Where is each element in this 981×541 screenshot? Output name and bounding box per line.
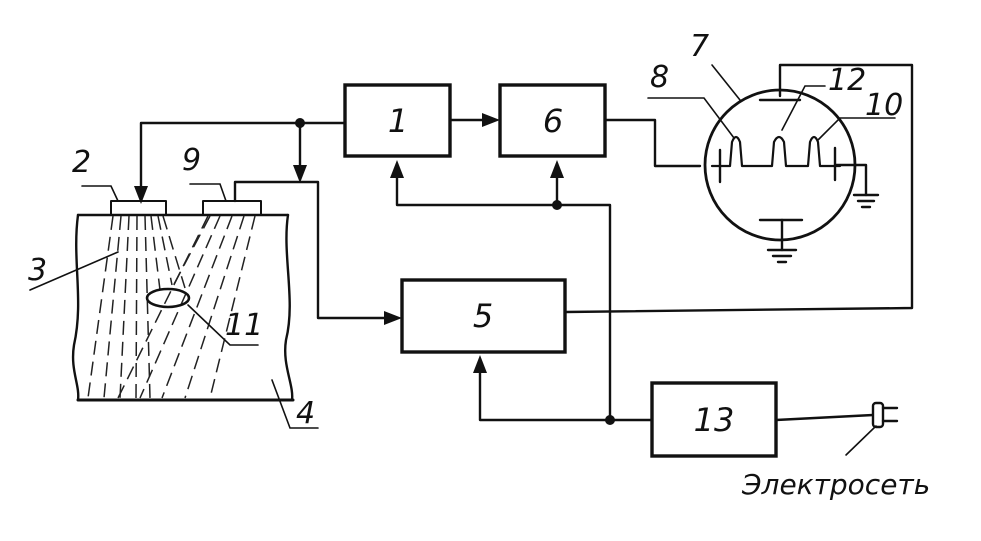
block-13-label: 13 — [694, 401, 735, 439]
transducer-emitter — [110, 200, 167, 216]
leader-lines — [29, 183, 319, 429]
label-9: 9 — [182, 143, 201, 178]
arrowheads — [134, 113, 564, 373]
label-11: 11 — [225, 308, 263, 343]
block-5: 5 — [400, 278, 567, 354]
label-10: 10 — [865, 88, 903, 123]
crt-display — [647, 64, 896, 264]
label-12: 12 — [828, 63, 866, 98]
part-labels: 2 3 4 7 8 9 10 11 12 — [28, 29, 903, 431]
label-7: 7 — [690, 29, 709, 64]
label-3: 3 — [28, 253, 47, 288]
defect — [145, 287, 191, 309]
plug-icon — [845, 401, 899, 456]
block-1: 1 — [343, 83, 452, 158]
label-8: 8 — [650, 60, 669, 95]
transducer-receiver — [202, 200, 262, 216]
ultrasonic-beams — [87, 215, 256, 399]
block-5-label: 5 — [473, 297, 493, 335]
block-13: 13 — [650, 381, 778, 458]
block-6-label: 6 — [543, 102, 563, 140]
mains-label: Электросеть — [741, 468, 930, 501]
label-2: 2 — [72, 145, 91, 180]
label-4: 4 — [296, 396, 315, 431]
block-6: 6 — [498, 83, 607, 158]
block-1-label: 1 — [388, 102, 408, 140]
connection-nodes — [295, 118, 615, 425]
